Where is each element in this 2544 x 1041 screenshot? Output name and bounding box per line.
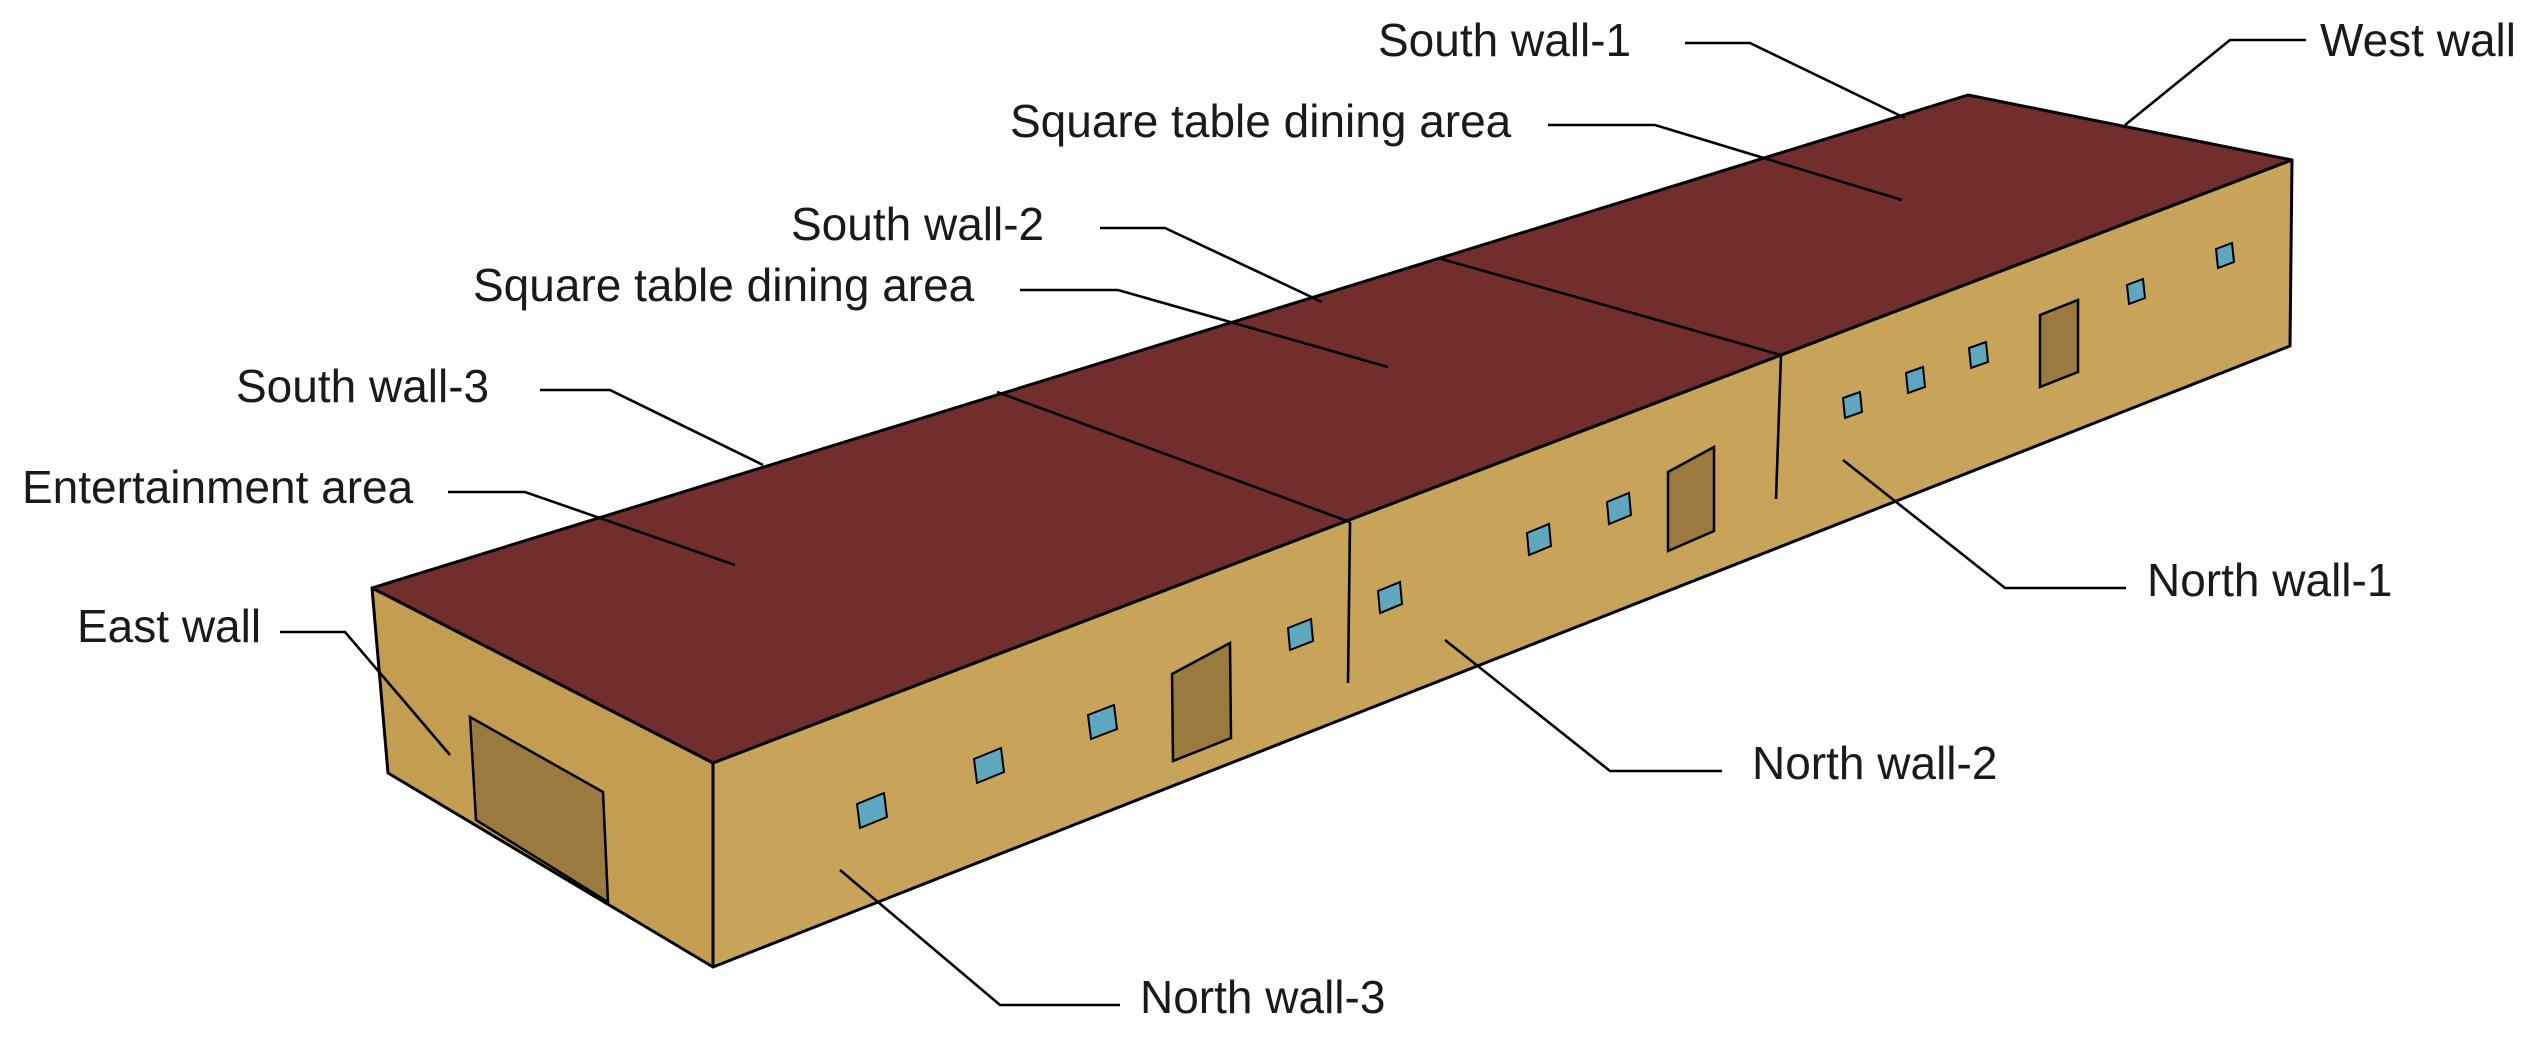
label-south-wall-3: South wall-3: [236, 360, 489, 412]
window: [1904, 365, 1927, 395]
west-wall-leader: [2124, 38, 2306, 127]
label-south-wall-1: South wall-1: [1378, 14, 1631, 66]
label-east-wall: East wall: [77, 600, 261, 652]
square-table-dining-area-2-leader: [1020, 288, 1389, 369]
north-wall-divider-1: [1774, 354, 1783, 500]
east-wall-leader: [280, 630, 451, 756]
window: [972, 746, 1006, 785]
north-wall-2-leader: [1444, 638, 1722, 773]
south-wall-3-leader: [540, 388, 764, 467]
label-square-table-dining-area-1: Square table dining area: [1010, 95, 1512, 147]
window: [1967, 340, 1990, 370]
south-wall-2-leader: [1100, 226, 1323, 304]
north-wall-3-door: [1170, 640, 1233, 763]
leader-lines: [280, 38, 2306, 1007]
north-wall-face: [711, 158, 2294, 969]
window: [855, 791, 889, 830]
building: [370, 93, 2294, 969]
square-table-dining-area-1-leader: [1548, 123, 1903, 202]
north-wall-divider-2: [1346, 521, 1352, 684]
window: [1286, 617, 1315, 652]
window: [1086, 703, 1119, 741]
label-north-wall-1: North wall-1: [2147, 554, 2392, 606]
north-wall-3-leader: [839, 869, 1120, 1007]
labels: South wall-1 West wall Square table dini…: [22, 14, 2516, 1023]
window: [1525, 522, 1553, 557]
north-wall-1-door: [2038, 298, 2080, 389]
east-wall-door: [468, 714, 610, 905]
window: [1376, 580, 1404, 615]
window: [1605, 491, 1633, 526]
north-wall-1-leader: [1842, 458, 2126, 590]
window: [2125, 277, 2147, 306]
roof-divider-1: [1437, 256, 1782, 357]
windows: [855, 241, 2236, 830]
label-south-wall-2: South wall-2: [791, 198, 1044, 250]
window: [2214, 241, 2236, 270]
south-wall-1-leader: [1685, 41, 1906, 120]
entertainment-area-leader: [448, 490, 736, 567]
label-entertainment-area: Entertainment area: [22, 461, 414, 513]
label-north-wall-3: North wall-3: [1140, 971, 1385, 1023]
label-north-wall-2: North wall-2: [1752, 737, 1997, 789]
window: [1841, 390, 1864, 420]
label-west-wall: West wall: [2320, 14, 2516, 66]
north-wall-2-door: [1666, 444, 1716, 553]
label-square-table-dining-area-2: Square table dining area: [473, 259, 975, 311]
roof-divider-2: [996, 390, 1351, 524]
